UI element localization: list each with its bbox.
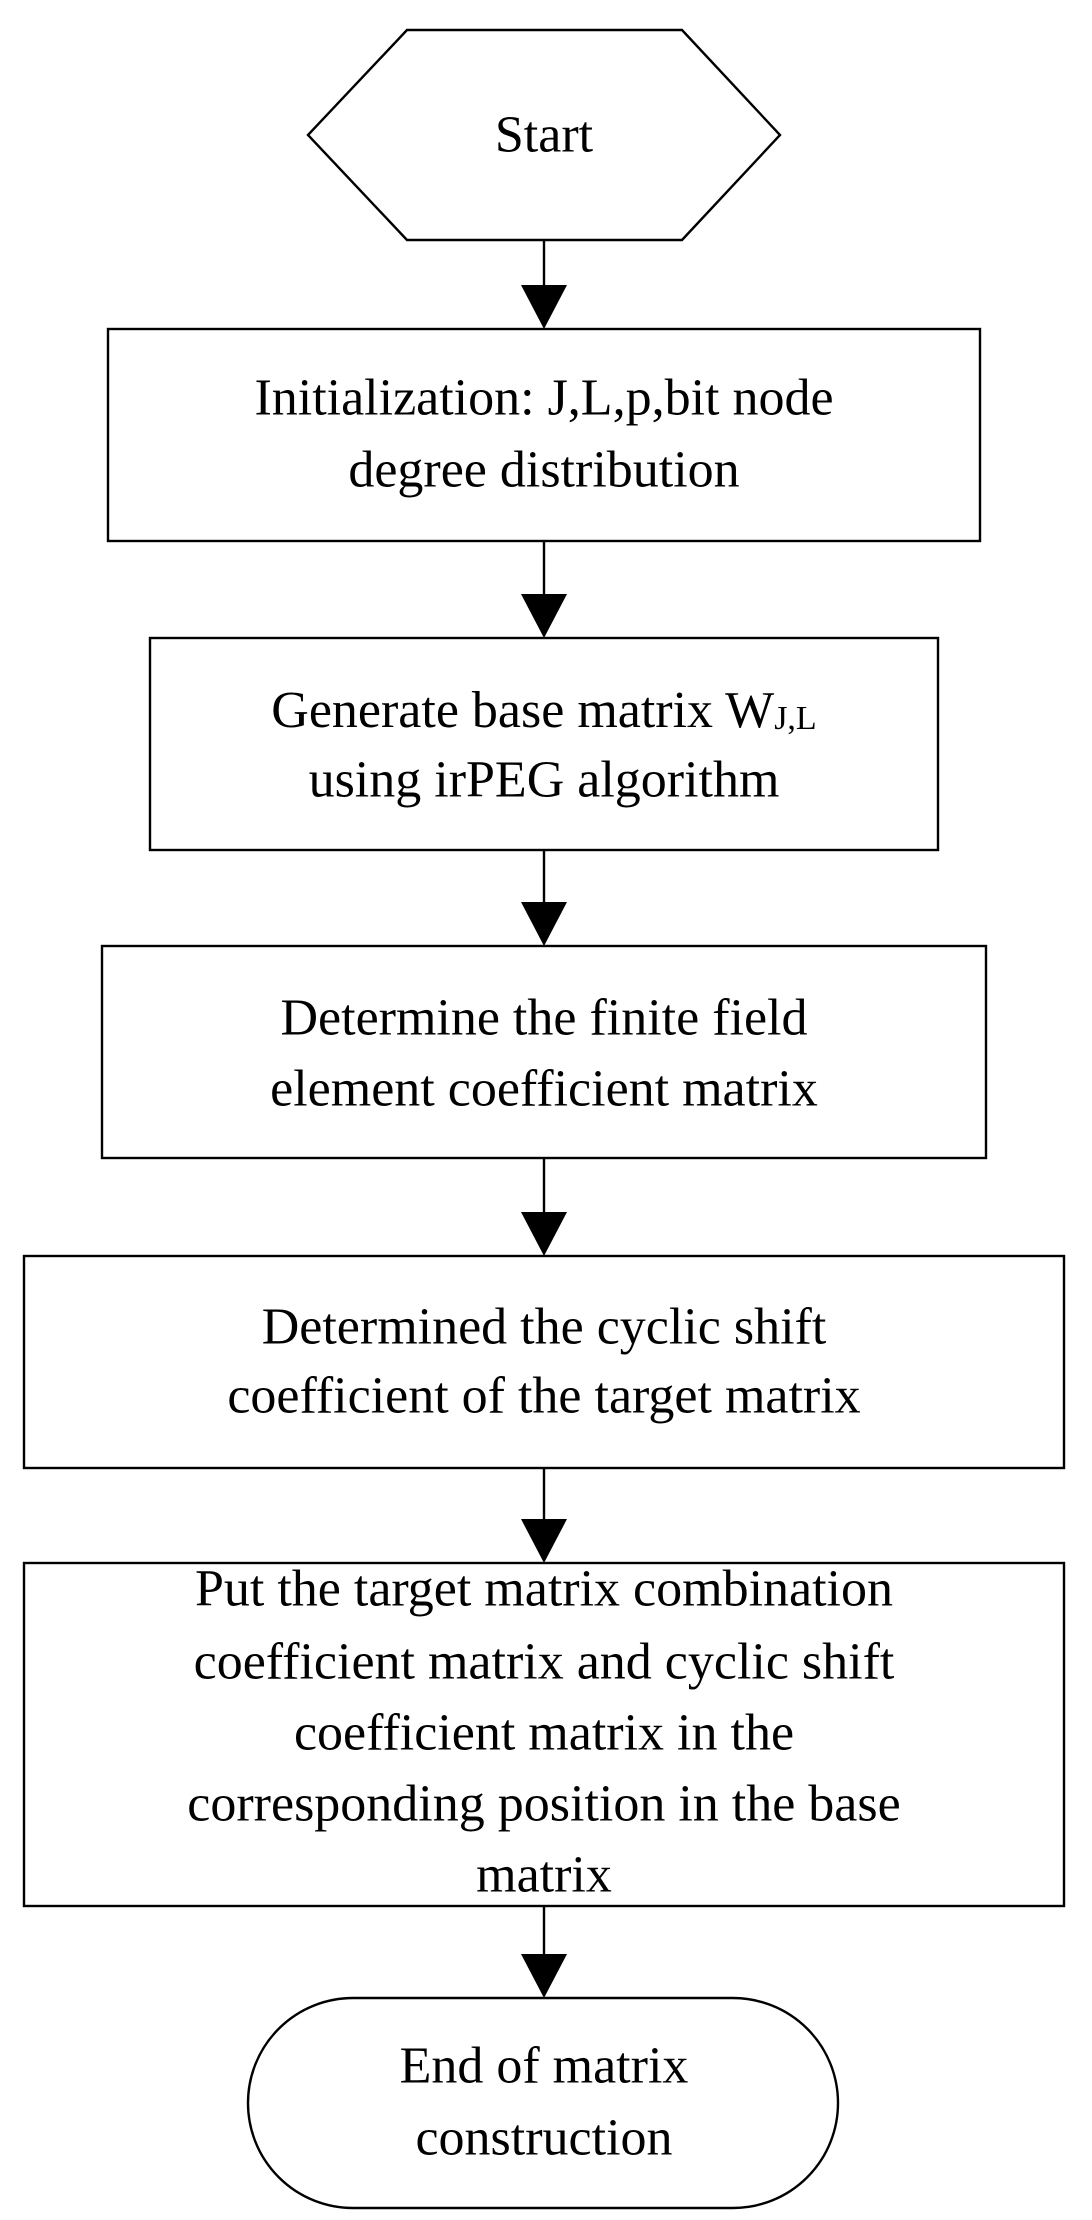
node-generate-base-matrix: Generate base matrix WJ,L using irPEG al…: [148, 636, 940, 852]
finite-field-box: [100, 944, 988, 1160]
edge-start-to-init-arrowhead: [521, 285, 567, 329]
node-generate-line-2: using irPEG algorithm: [309, 752, 780, 809]
edge-finite-field-to-cyclic-shift: [521, 1158, 567, 1256]
node-finite-field: Determine the finite field element coeff…: [100, 944, 988, 1160]
start-hexagon: [306, 28, 782, 242]
edge-init-to-generate-arrowhead: [521, 594, 567, 638]
node-put-target-matrix: Put the target matrix combination coeffi…: [22, 1561, 1066, 1908]
end-terminal: [246, 1996, 840, 2210]
node-cyclic-shift-line-2: coefficient of the target matrix: [227, 1368, 860, 1425]
edge-cyclic-shift-to-put-target: [521, 1468, 567, 1563]
generate-box: [148, 636, 940, 852]
node-init-line-2: degree distribution: [348, 442, 739, 499]
edge-generate-to-finite-field-arrowhead: [521, 902, 567, 946]
node-start: Start: [306, 28, 782, 242]
node-generate-line-1: Generate base matrix WJ,L: [271, 682, 816, 739]
node-end-line-1: End of matrix: [400, 2038, 689, 2095]
node-start-line-1: Start: [495, 107, 594, 164]
node-put-target-line-1: Put the target matrix combination: [195, 1561, 893, 1618]
node-initialization: Initialization: J,L,p,bit node degree di…: [106, 327, 982, 543]
node-end-line-2: construction: [415, 2110, 672, 2167]
edge-cyclic-shift-to-put-target-arrowhead: [521, 1519, 567, 1563]
edge-put-target-to-end: [521, 1906, 567, 1998]
node-cyclic-shift-line-1: Determined the cyclic shift: [262, 1299, 827, 1356]
put-target-box: [22, 1561, 1066, 1908]
node-put-target-line-5: matrix: [476, 1847, 612, 1904]
node-put-target-line-3: coefficient matrix in the: [294, 1705, 794, 1762]
node-finite-field-line-2: element coefficient matrix: [270, 1061, 818, 1118]
node-finite-field-line-1: Determine the finite field: [280, 990, 807, 1047]
generate-line-1-main: Generate base matrix W: [271, 682, 774, 739]
generate-subscript: J,L: [774, 700, 817, 737]
edge-generate-to-finite-field: [521, 850, 567, 946]
node-put-target-line-2: coefficient matrix and cyclic shift: [194, 1634, 895, 1691]
edge-init-to-generate: [521, 541, 567, 638]
node-put-target-line-4: corresponding position in the base: [187, 1776, 900, 1833]
cyclic-shift-box: [22, 1254, 1066, 1470]
node-init-line-1: Initialization: J,L,p,bit node: [254, 370, 833, 427]
edge-put-target-to-end-arrowhead: [521, 1954, 567, 1998]
edge-start-to-init: [521, 240, 567, 329]
node-cyclic-shift: Determined the cyclic shift coefficient …: [22, 1254, 1066, 1470]
edge-finite-field-to-cyclic-shift-arrowhead: [521, 1212, 567, 1256]
node-end: End of matrix construction: [246, 1996, 840, 2210]
init-box: [106, 327, 982, 543]
